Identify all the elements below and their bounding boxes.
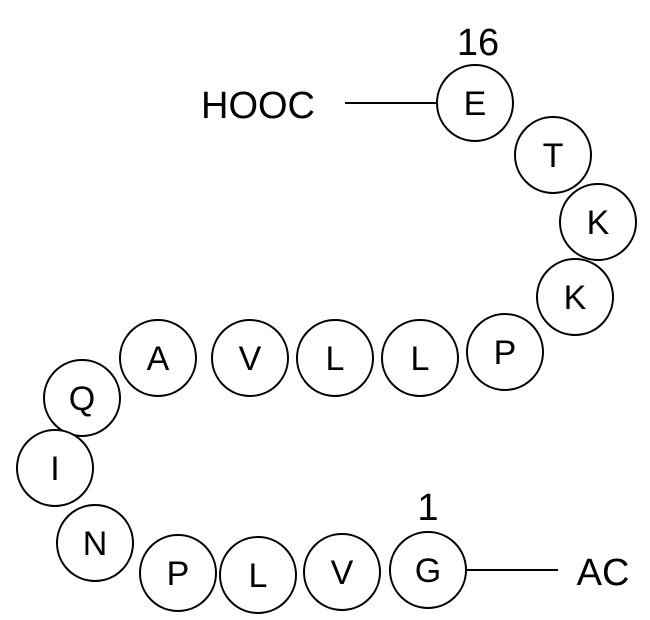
residue-circle bbox=[466, 313, 544, 391]
residue-letter: P bbox=[167, 555, 190, 593]
residue-circle bbox=[381, 319, 459, 397]
residue-L: L bbox=[219, 536, 297, 614]
residue-letter: P bbox=[494, 334, 517, 372]
residue-circle bbox=[536, 258, 614, 336]
residue-letter: N bbox=[83, 525, 108, 563]
residue-circle bbox=[43, 359, 121, 437]
residue-circle bbox=[211, 319, 289, 397]
residue-V: V bbox=[303, 533, 381, 611]
residue-letter: A bbox=[147, 340, 170, 378]
residue-letter: T bbox=[543, 137, 564, 175]
residue-letter: K bbox=[587, 204, 610, 242]
residue-letter: L bbox=[411, 340, 430, 378]
residue-N: N bbox=[56, 504, 134, 582]
residue-letter: L bbox=[249, 557, 268, 595]
residue-I: I bbox=[16, 429, 94, 507]
residue-letter: V bbox=[239, 340, 262, 378]
residue-T: T bbox=[514, 116, 592, 194]
residue-circle bbox=[389, 531, 467, 609]
residue-circle bbox=[219, 536, 297, 614]
residue-circle bbox=[56, 504, 134, 582]
residue-circle bbox=[559, 183, 637, 261]
residue-letter: L bbox=[326, 340, 345, 378]
residue-letter: K bbox=[564, 279, 587, 317]
residue-circle bbox=[296, 319, 374, 397]
ac-label: AC bbox=[577, 552, 630, 594]
residue-circle bbox=[139, 534, 217, 612]
hooc-label: HOOC bbox=[201, 85, 315, 127]
residue-A: A bbox=[119, 319, 197, 397]
residue-number-1: 1 bbox=[417, 487, 438, 529]
residue-letter: I bbox=[50, 450, 59, 488]
residue-L: L bbox=[381, 319, 459, 397]
residue-P: P bbox=[466, 313, 544, 391]
residue-G: G bbox=[389, 531, 467, 609]
residue-circle bbox=[514, 116, 592, 194]
residue-Q: Q bbox=[43, 359, 121, 437]
residue-letter: Q bbox=[69, 380, 95, 418]
residue-circle bbox=[16, 429, 94, 507]
residue-P: P bbox=[139, 534, 217, 612]
residue-number-16: 16 bbox=[457, 22, 499, 64]
residue-K: K bbox=[536, 258, 614, 336]
residue-circle bbox=[436, 64, 514, 142]
residue-letter: G bbox=[415, 552, 441, 590]
residue-letter: V bbox=[331, 554, 354, 592]
residue-V: V bbox=[211, 319, 289, 397]
residue-L: L bbox=[296, 319, 374, 397]
residue-letter: E bbox=[464, 85, 487, 123]
residue-E: E bbox=[436, 64, 514, 142]
residue-K: K bbox=[559, 183, 637, 261]
residue-circle bbox=[303, 533, 381, 611]
residue-circle bbox=[119, 319, 197, 397]
